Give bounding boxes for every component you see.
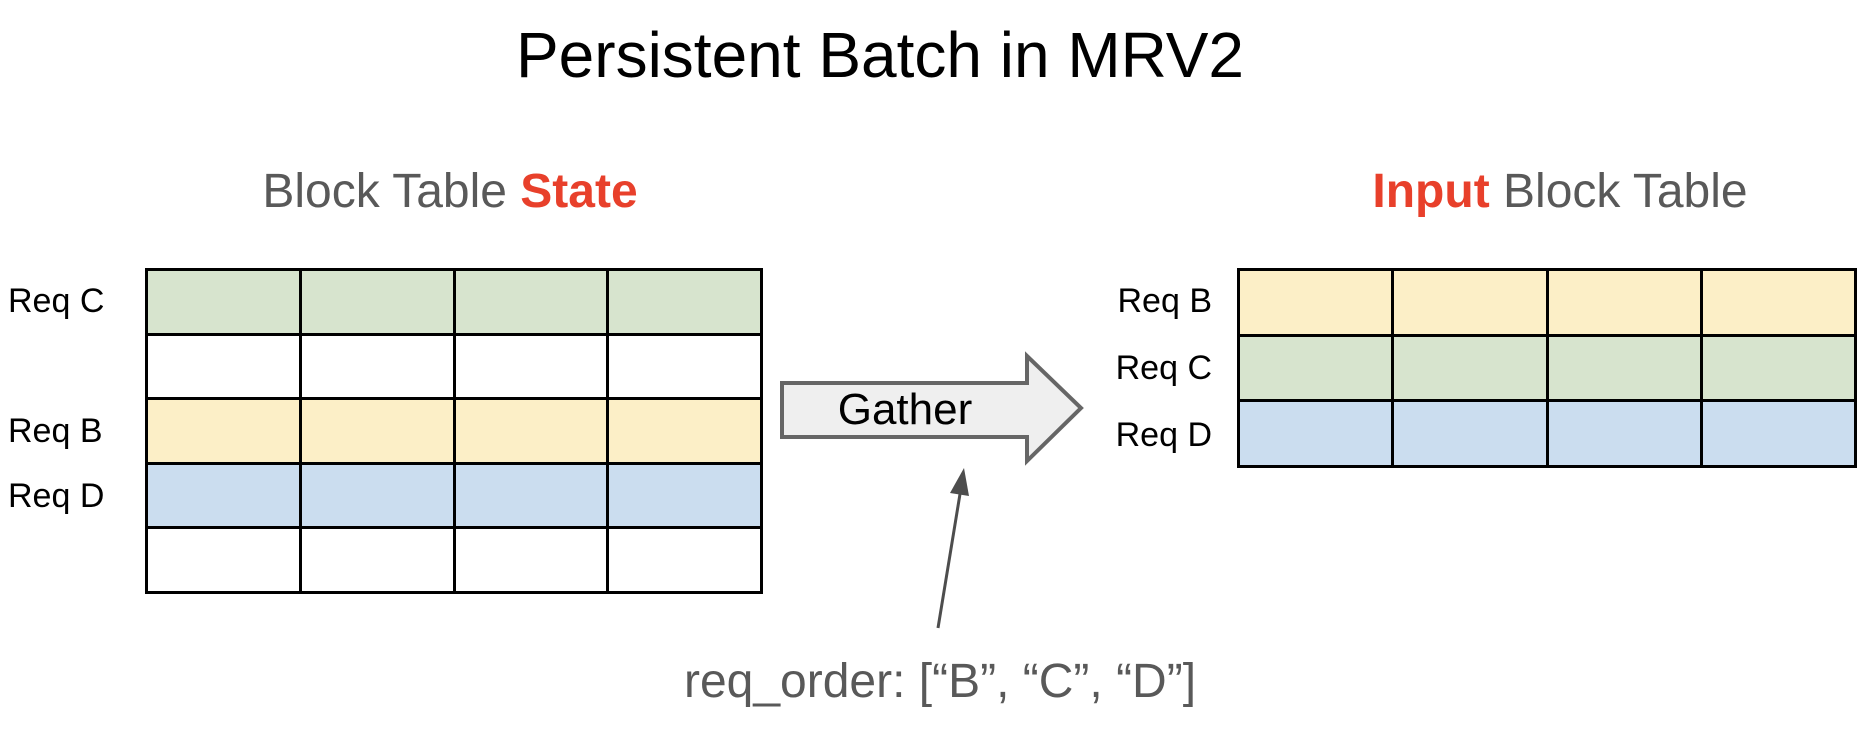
page-title: Persistent Batch in MRV2	[515, 19, 1245, 91]
block-cell-req-d	[301, 464, 453, 527]
input-block-table	[1237, 268, 1857, 468]
block-cell-empty	[301, 529, 453, 591]
block-cell-empty	[455, 529, 607, 591]
block-cell-empty	[609, 529, 760, 591]
row-label-req-b: Req B	[8, 412, 103, 450]
left-table-heading: Block Table State	[140, 164, 760, 219]
left-heading-plain: Block Table	[262, 165, 521, 218]
right-table-heading: Input Block Table	[1250, 164, 1870, 219]
block-cell-req-c	[1548, 336, 1700, 400]
right-heading-accent: Input	[1372, 165, 1490, 218]
annotation-arrow-line	[936, 493, 962, 629]
block-cell-empty	[148, 529, 299, 591]
block-cell-req-d	[148, 464, 299, 527]
block-cell-empty	[609, 335, 760, 398]
row-label-req-c: Req C	[8, 282, 105, 320]
block-cell-req-c	[609, 271, 760, 333]
block-cell-empty	[148, 335, 299, 398]
block-cell-empty	[455, 335, 607, 398]
state-block-table	[145, 268, 763, 594]
block-cell-req-c	[1702, 336, 1854, 400]
block-cell-req-b	[1548, 271, 1700, 334]
block-cell-req-b	[1240, 271, 1392, 334]
block-cell-req-b	[1702, 271, 1854, 334]
left-heading-accent: State	[520, 165, 638, 218]
block-cell-req-b	[455, 400, 607, 462]
block-cell-req-d	[1394, 402, 1546, 465]
block-cell-req-d	[455, 464, 607, 527]
block-cell-req-d	[1240, 402, 1392, 465]
gather-label: Gather	[837, 385, 973, 434]
block-cell-req-d	[609, 464, 760, 527]
block-cell-req-c	[455, 271, 607, 333]
block-cell-req-b	[301, 400, 453, 462]
block-cell-req-c	[301, 271, 453, 333]
block-cell-req-d	[1702, 402, 1854, 465]
block-cell-req-b	[148, 400, 299, 462]
req-order-annotation: req_order: [“B”, “C”, “D”]	[683, 655, 1197, 708]
block-cell-req-c	[1394, 336, 1546, 400]
row-label-req-b: Req B	[1117, 282, 1213, 320]
row-label-req-c: Req C	[1115, 349, 1212, 387]
block-cell-req-c	[1240, 336, 1392, 400]
right-heading-plain: Block Table	[1489, 165, 1748, 218]
block-cell-req-b	[1394, 271, 1546, 334]
annotation-arrow-head-icon	[950, 468, 969, 496]
block-cell-req-d	[1548, 402, 1700, 465]
row-label-req-d: Req D	[8, 477, 105, 515]
block-cell-empty	[301, 335, 453, 398]
block-cell-req-b	[609, 400, 760, 462]
block-cell-req-c	[148, 271, 299, 333]
row-label-req-d: Req D	[1115, 416, 1212, 454]
